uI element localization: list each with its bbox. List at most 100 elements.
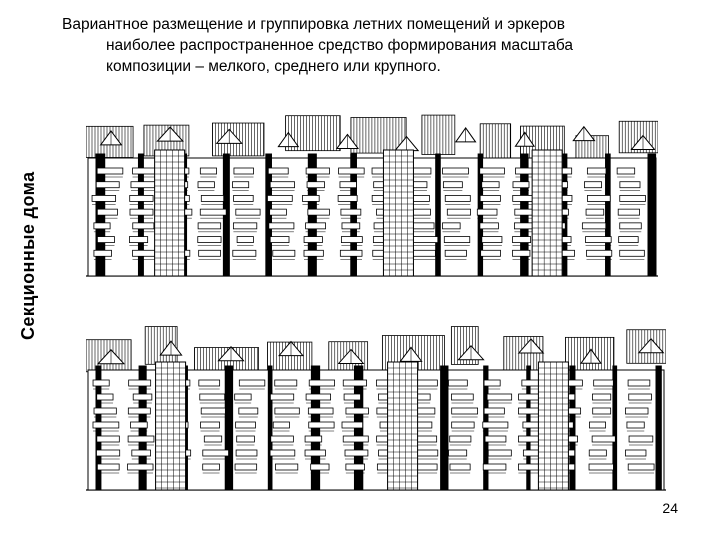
balcony (444, 195, 471, 202)
balcony (96, 167, 124, 175)
balcony (305, 222, 326, 230)
balcony (200, 407, 226, 415)
balcony (588, 449, 607, 457)
balcony (93, 222, 111, 230)
pilaster (612, 365, 618, 491)
balcony (236, 435, 255, 443)
balcony (411, 222, 435, 230)
balcony (274, 379, 298, 387)
balcony (96, 435, 120, 443)
facade-elevation-2 (86, 326, 666, 491)
balcony (628, 393, 652, 401)
balcony (308, 379, 335, 387)
balcony (486, 393, 513, 401)
balcony (581, 222, 607, 230)
pilaster (224, 365, 234, 491)
balcony (269, 449, 296, 457)
balcony (442, 181, 463, 189)
balcony (302, 195, 320, 202)
balcony (306, 181, 325, 189)
pilaster (267, 365, 273, 491)
balcony (451, 407, 479, 415)
balcony (481, 181, 500, 189)
facade-elevation-1 (86, 114, 658, 277)
balcony (479, 195, 501, 202)
balcony (417, 407, 436, 415)
balcony (444, 249, 467, 257)
balcony (628, 435, 654, 443)
balcony (512, 181, 530, 189)
balcony (197, 181, 215, 189)
balcony (344, 449, 369, 457)
balcony (95, 181, 120, 189)
balcony (487, 449, 512, 457)
balcony (483, 379, 501, 387)
balcony (129, 195, 154, 202)
balcony (132, 249, 156, 257)
balcony (234, 463, 258, 471)
balcony (340, 208, 362, 216)
balcony (199, 208, 227, 216)
balcony (233, 195, 254, 202)
balcony (592, 393, 612, 401)
pilaster (435, 153, 441, 277)
balcony (593, 379, 614, 387)
title-line-1: Вариантное размещение и группировка летн… (62, 16, 565, 33)
balcony (235, 421, 256, 429)
balcony (345, 407, 369, 415)
balcony (305, 167, 330, 175)
slide-title: Вариантное размещение и группировка летн… (62, 14, 712, 77)
balcony (442, 167, 469, 175)
balcony (303, 249, 324, 257)
balcony (269, 393, 295, 401)
glazed-bay (537, 361, 569, 491)
balcony (268, 222, 295, 230)
balcony (238, 379, 266, 387)
glazed-bay (154, 149, 186, 277)
balcony (449, 463, 471, 471)
balcony (202, 449, 229, 457)
balcony (481, 236, 503, 243)
balcony (337, 195, 358, 202)
balcony (619, 181, 641, 189)
title-line-3: композиции – мелкого, среднего или крупн… (106, 58, 441, 75)
balcony (91, 195, 117, 202)
balcony (132, 167, 158, 175)
balcony (518, 435, 541, 443)
balcony (129, 208, 154, 216)
balcony (127, 463, 154, 471)
balcony (591, 435, 616, 443)
balcony (275, 463, 299, 471)
balcony (617, 208, 640, 216)
balcony (482, 463, 507, 471)
balcony (269, 236, 290, 243)
balcony (586, 249, 613, 257)
roof-block (285, 115, 341, 152)
pilaster (605, 153, 611, 277)
balcony (130, 181, 157, 189)
balcony (340, 236, 363, 243)
balcony (93, 407, 117, 415)
balcony (345, 463, 365, 471)
balcony (619, 222, 642, 230)
balcony (449, 435, 472, 443)
balcony (238, 407, 259, 415)
balcony (479, 167, 505, 175)
balcony (343, 393, 361, 401)
roof-block (450, 326, 479, 365)
balcony (234, 393, 252, 401)
balcony (267, 167, 289, 175)
balcony (200, 195, 225, 202)
pilaster (440, 365, 449, 491)
balcony (339, 181, 357, 189)
balcony (305, 393, 331, 401)
balcony (92, 379, 110, 387)
balcony (589, 421, 606, 429)
balcony (521, 379, 540, 387)
balcony (627, 379, 651, 387)
roof-block (350, 117, 407, 154)
balcony (416, 449, 439, 457)
balcony (132, 222, 155, 230)
balcony (303, 236, 323, 243)
balcony (304, 435, 323, 443)
